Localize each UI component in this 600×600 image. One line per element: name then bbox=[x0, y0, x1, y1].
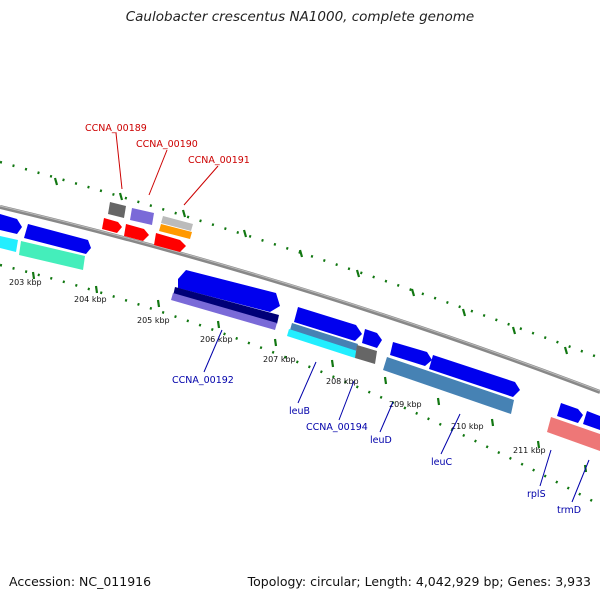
accession-text: Accession: NC_011916 bbox=[9, 574, 152, 589]
genome-backbone bbox=[0, 205, 600, 394]
kbp-label: 209 kbp bbox=[389, 400, 422, 409]
label-ccna-00190[interactable]: CCNA_00190 bbox=[136, 139, 198, 150]
kbp-label: 211 kbp bbox=[513, 446, 546, 455]
kbp-label: 204 kbp bbox=[74, 295, 107, 304]
label-leaders-red bbox=[115, 132, 219, 206]
kbp-label: 210 kbp bbox=[451, 422, 484, 431]
label-ccna-00191[interactable]: CCNA_00191 bbox=[188, 155, 250, 166]
topology-text: Topology: circular; Length: 4,042,929 bp… bbox=[247, 574, 591, 589]
gene-leub-blue[interactable] bbox=[294, 307, 362, 341]
forward-strand-genes bbox=[0, 202, 193, 270]
reverse-strand-genes bbox=[171, 270, 600, 451]
gene-small-blue[interactable] bbox=[362, 329, 382, 348]
gene-red-2[interactable] bbox=[124, 224, 149, 241]
label-rpls[interactable]: rplS bbox=[527, 489, 546, 500]
gene-ccna-00191[interactable] bbox=[161, 216, 193, 231]
label-leud[interactable]: leuD bbox=[370, 435, 392, 446]
label-ccna-00189[interactable]: CCNA_00189 bbox=[85, 123, 147, 134]
gene-left-blue-1[interactable] bbox=[0, 214, 22, 234]
kbp-label: 207 kbp bbox=[263, 355, 296, 364]
label-leaders-blue bbox=[203, 329, 590, 503]
gene-trmd-blue[interactable] bbox=[583, 411, 600, 430]
gene-ccna-00190[interactable] bbox=[130, 208, 154, 225]
gene-navy[interactable] bbox=[173, 287, 279, 324]
gene-left-teal[interactable] bbox=[19, 241, 85, 270]
gene-left-blue-2[interactable] bbox=[24, 224, 91, 254]
gene-leub-cyan[interactable] bbox=[287, 329, 357, 358]
genome-backbone-highlight bbox=[0, 205, 600, 392]
kbp-label: 208 kbp bbox=[326, 377, 359, 386]
outer-major-ticks bbox=[53, 177, 569, 355]
gene-ccna-00192[interactable] bbox=[171, 293, 277, 330]
gene-big-blue-205[interactable] bbox=[178, 270, 280, 312]
inner-major-ticks bbox=[31, 271, 588, 473]
kbp-label: 203 kbp bbox=[9, 278, 42, 287]
kbp-label: 206 kbp bbox=[200, 335, 233, 344]
gene-ccna-00194[interactable] bbox=[355, 345, 377, 364]
gene-leuc-blue[interactable] bbox=[429, 355, 520, 397]
gene-pink[interactable] bbox=[547, 417, 600, 451]
gene-red-1[interactable] bbox=[102, 218, 122, 233]
map-title: Caulobacter crescentus NA1000, complete … bbox=[125, 9, 475, 25]
kbp-labels: 203 kbp 204 kbp 205 kbp 206 kbp 207 kbp … bbox=[9, 278, 546, 455]
label-leub[interactable]: leuB bbox=[289, 406, 310, 417]
gene-red-3[interactable] bbox=[154, 233, 186, 252]
gene-leub-steel[interactable] bbox=[290, 323, 358, 351]
gene-rpls-blue[interactable] bbox=[557, 403, 583, 423]
gene-leud-blue[interactable] bbox=[390, 342, 432, 366]
gene-orange[interactable] bbox=[159, 224, 192, 239]
gene-ccna-00189[interactable] bbox=[108, 202, 126, 218]
gene-leuc-steel[interactable] bbox=[383, 357, 514, 414]
label-leuc[interactable]: leuC bbox=[431, 457, 453, 468]
gene-left-cyan[interactable] bbox=[0, 236, 18, 252]
kbp-label: 205 kbp bbox=[137, 316, 170, 325]
label-ccna-00192[interactable]: CCNA_00192 bbox=[172, 375, 234, 386]
label-ccna-00194[interactable]: CCNA_00194 bbox=[306, 422, 368, 433]
label-trmd[interactable]: trmD bbox=[557, 505, 581, 516]
